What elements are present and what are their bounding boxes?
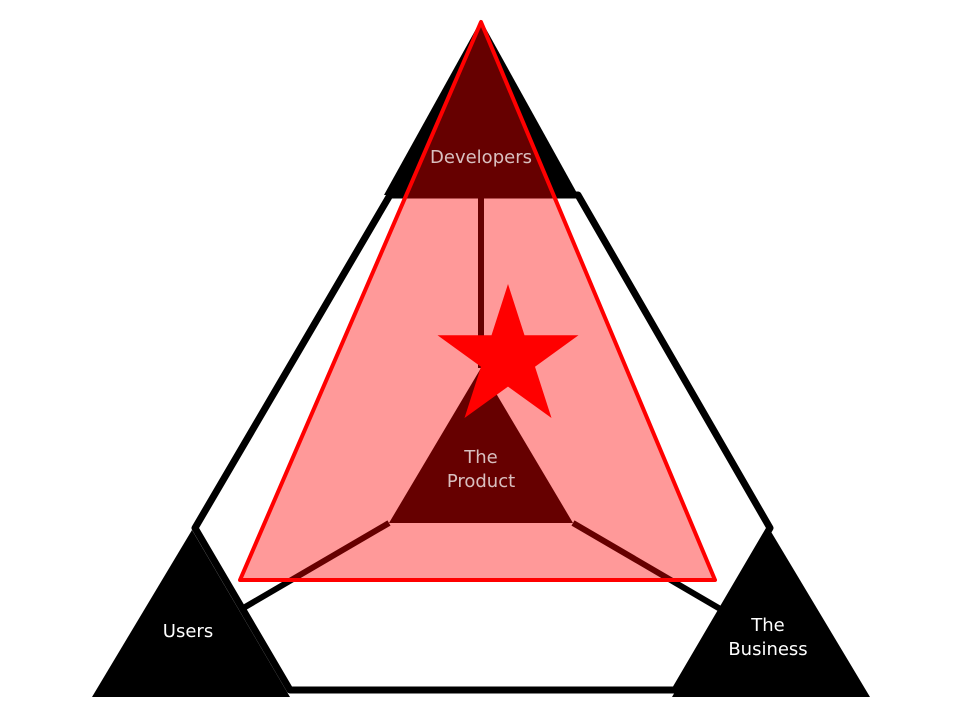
connector-users-product — [238, 520, 391, 613]
business-vertex — [672, 530, 870, 697]
developers-label: Developers — [430, 147, 532, 168]
product-triangle — [389, 368, 573, 523]
business-label-line2: Business — [728, 639, 807, 660]
users-vertex — [92, 530, 290, 697]
product-label-line1: The — [463, 447, 497, 468]
product-label-line2: Product — [447, 471, 515, 492]
users-label: Users — [163, 621, 213, 642]
star-icon — [437, 284, 579, 418]
business-label-line1: The — [750, 615, 784, 636]
developers-vertex — [384, 20, 578, 195]
highlight-overlay-triangle — [238, 20, 717, 582]
connector-business-product — [571, 520, 724, 613]
